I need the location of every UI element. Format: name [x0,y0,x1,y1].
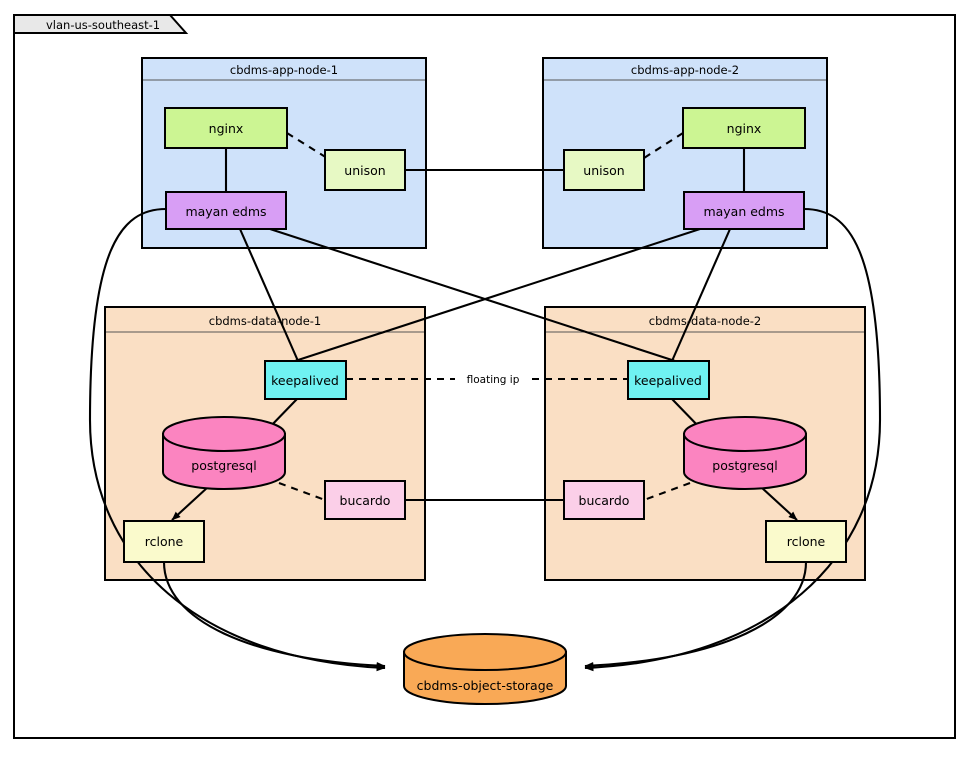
edge-postgresql2-rclone2 [760,486,798,521]
component-label-nginx-2: nginx [727,121,762,136]
vlan-frame-label: vlan-us-southeast-1 [46,18,160,32]
component-label-keepalived-1: keepalived [271,373,339,388]
component-bucardo-1[interactable]: bucardo [324,480,406,520]
edge-nginx1-unison1 [286,132,328,159]
edge-label-floating-ip: floating ip [467,374,520,386]
component-label-unison-1: unison [344,163,385,178]
component-rclone-1[interactable]: rclone [123,520,205,563]
group-title-data-node-1: cbdms-data-node-1 [209,314,321,328]
component-label-rclone-2: rclone [787,534,826,549]
component-label-bucardo-1: bucardo [340,493,391,508]
group-title-app-node-2: cbdms-app-node-2 [631,63,739,77]
component-postgresql-1[interactable]: postgresql [162,416,286,490]
edge-rclone2-object-storage [584,561,808,670]
component-bucardo-2[interactable]: bucardo [563,480,645,520]
edge-mayan1-keepalived1 [239,228,299,362]
component-keepalived-2[interactable]: keepalived [627,360,710,400]
component-label-nginx-1: nginx [209,121,244,136]
component-label-bucardo-2: bucardo [579,493,630,508]
component-label-mayan-edms-2: mayan edms [703,204,784,219]
component-mayan-edms-1[interactable]: mayan edms [165,191,287,230]
edge-mayan1-object-storage [88,207,386,672]
component-label-postgresql-2: postgresql [712,458,777,473]
edge-postgresql2-bucardo2 [643,482,691,501]
group-title-data-node-2: cbdms-data-node-2 [649,314,761,328]
component-keepalived-1[interactable]: keepalived [264,360,347,400]
edge-mayan1-keepalived2 [269,228,676,362]
component-label-object-storage: cbdms-object-storage [417,678,554,693]
component-nginx-1[interactable]: nginx [164,107,288,149]
edge-mayan2-keepalived1 [294,228,701,362]
group-title-app-node-1: cbdms-app-node-1 [230,63,338,77]
component-label-postgresql-1: postgresql [191,458,256,473]
connectors: floating ip [88,132,882,672]
edge-rclone1-object-storage [162,561,386,670]
component-mayan-edms-2[interactable]: mayan edms [683,191,805,230]
edge-postgresql1-bucardo1 [278,482,326,501]
edge-mayan2-object-storage [584,207,882,672]
edge-mayan2-keepalived2 [671,228,731,362]
component-object-storage[interactable]: cbdms-object-storage [403,633,567,705]
component-label-rclone-1: rclone [145,534,184,549]
component-label-unison-2: unison [583,163,624,178]
component-postgresql-2[interactable]: postgresql [683,416,807,490]
component-unison-2[interactable]: unison [563,149,645,191]
component-label-keepalived-2: keepalived [634,373,702,388]
component-label-mayan-edms-1: mayan edms [185,204,266,219]
component-rclone-2[interactable]: rclone [765,520,847,563]
component-nginx-2[interactable]: nginx [682,107,806,149]
component-unison-1[interactable]: unison [324,149,406,191]
edge-postgresql1-rclone1 [171,486,209,521]
